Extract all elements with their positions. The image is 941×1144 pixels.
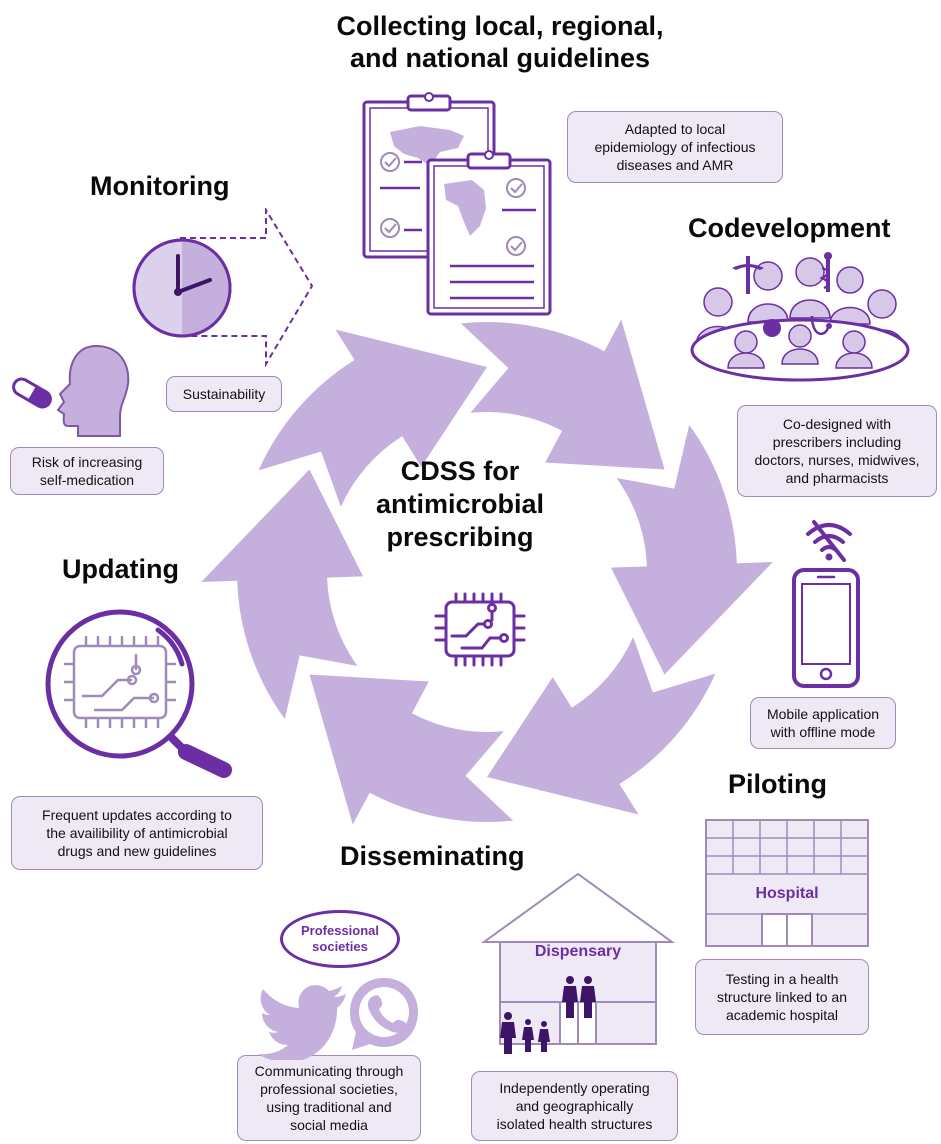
clipboard-africa-icon [426,150,552,316]
twitter-icon [258,985,346,1060]
no-wifi-icon [806,520,852,562]
heading-disseminating: Disseminating [340,841,525,871]
box-mobile: Mobile application with offline mode [750,697,896,749]
box-testing: Testing in a health structure linked to … [695,959,869,1035]
professional-societies-badge: Professional societies [280,910,400,968]
box-sustainability: Sustainability [166,376,282,412]
chip-icon [434,592,526,667]
whatsapp-icon [350,978,418,1050]
meeting-table-icon [690,252,910,382]
hospital-label: Hospital [755,885,819,902]
heading-codevelopment: Codevelopment [688,213,891,243]
smartphone-icon [792,568,860,688]
heading-monitoring: Monitoring [90,171,230,201]
center-title-line-1: CDSS for [400,456,520,486]
box-communicating: Communicating through professional socie… [237,1055,421,1141]
hospital-building-icon [705,819,869,947]
people-icon [500,976,596,1054]
cycle-arrow-5 [201,469,364,719]
cycle-arrow-1 [460,319,665,470]
magnifier-chip-icon [45,609,232,778]
cycle-arrow-6 [258,329,487,507]
cycle-arrow-4 [309,674,514,825]
heading-piloting: Piloting [728,769,827,799]
heading-collecting: Collecting local, regional, and national… [336,11,664,74]
box-independently: Independently operating and geographical… [471,1071,678,1141]
box-codesigned: Co-designed with prescribers including d… [737,405,937,497]
pill-icon [12,377,52,409]
center-title: CDSS for antimicrobial prescribing [340,455,580,554]
heading-updating: Updating [62,554,179,584]
clock-icon [132,238,232,338]
dashed-arrow-icon [180,208,314,368]
center-title-line-2: antimicrobial [375,488,545,519]
box-adapted: Adapted to local epidemiology of infecti… [567,111,783,183]
center-title-line-3: prescribing [386,521,534,552]
cycle-arrow-2 [610,425,773,675]
head-profile-icon [56,344,130,437]
box-frequent: Frequent updates according to the availi… [11,796,263,870]
box-risk: Risk of increasing self-medication [10,447,164,495]
cycle-arrow-3 [487,637,716,815]
professional-societies-label: Professional societies [300,923,380,954]
dispensary-label: Dispensary [534,943,622,960]
